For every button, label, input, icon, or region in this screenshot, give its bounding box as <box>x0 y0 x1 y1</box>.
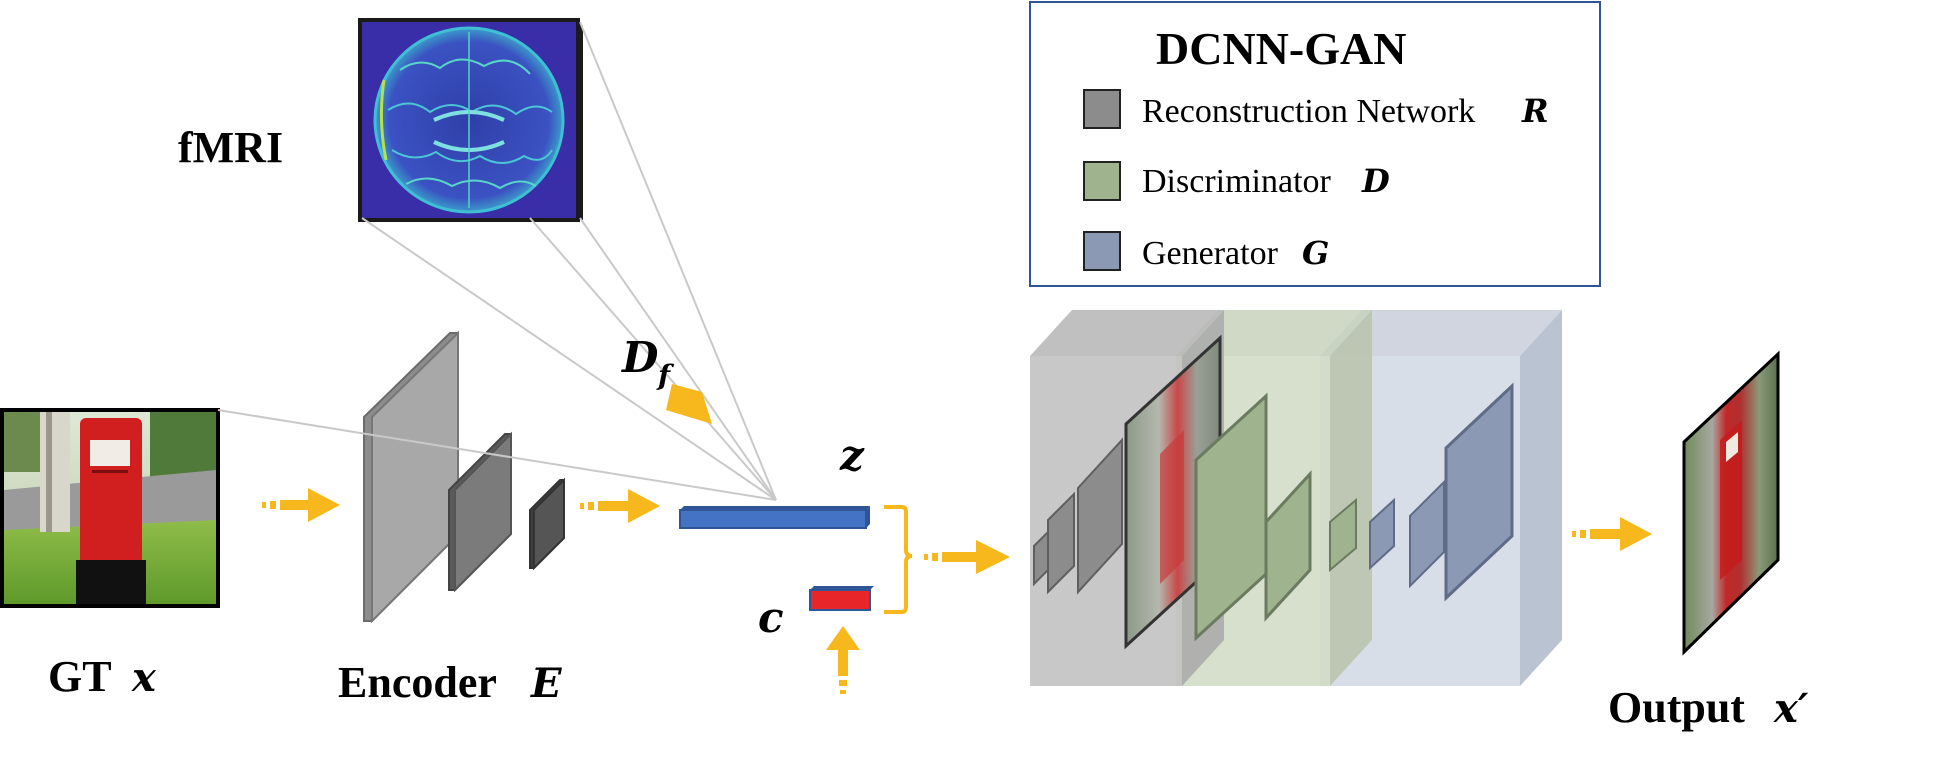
fmri-brain-image <box>358 18 583 222</box>
encoder-variable: E <box>530 660 562 707</box>
arrow-to-output <box>1572 517 1652 551</box>
c-vector <box>809 586 874 611</box>
gt-variable: x <box>131 654 157 701</box>
legend-text-discriminator: Discriminator <box>1142 163 1332 200</box>
legend-text-reconstruction: Reconstruction Network <box>1142 93 1475 130</box>
fmri-label: fMRI <box>178 123 283 172</box>
concat-bracket <box>884 505 913 614</box>
output-variable: x′ <box>1773 685 1809 732</box>
arrow-up-to-c <box>826 626 860 694</box>
z-vector <box>679 506 870 529</box>
c-label: c <box>758 593 784 642</box>
z-label: z <box>839 431 865 480</box>
legend-var-generator: G <box>1302 234 1329 272</box>
legend-swatch-reconstruction <box>1083 89 1121 129</box>
legend-swatch-discriminator <box>1083 161 1121 201</box>
arrow-encoder-to-z <box>580 489 660 523</box>
projection-lines <box>217 21 777 501</box>
df-label: D <box>621 333 659 382</box>
legend-swatch-generator <box>1083 231 1121 271</box>
legend-var-reconstruction: R <box>1521 92 1549 130</box>
df-arrow <box>666 384 712 424</box>
legend-var-discriminator: D <box>1361 162 1390 200</box>
gt-label: GT <box>48 652 112 701</box>
output-label: Output <box>1608 683 1745 732</box>
legend-title: DCNN-GAN <box>1156 23 1406 74</box>
network-block <box>1030 310 1562 686</box>
legend: DCNN-GAN Reconstruction Network R Discri… <box>1029 1 1601 287</box>
gt-image <box>0 408 220 608</box>
encoder <box>363 330 565 624</box>
legend-text-generator: Generator <box>1142 235 1279 272</box>
arrow-gt-to-encoder <box>262 488 340 522</box>
encoder-label: Encoder <box>338 658 497 707</box>
arrow-to-network <box>924 540 1010 574</box>
output-image <box>1682 350 1780 656</box>
